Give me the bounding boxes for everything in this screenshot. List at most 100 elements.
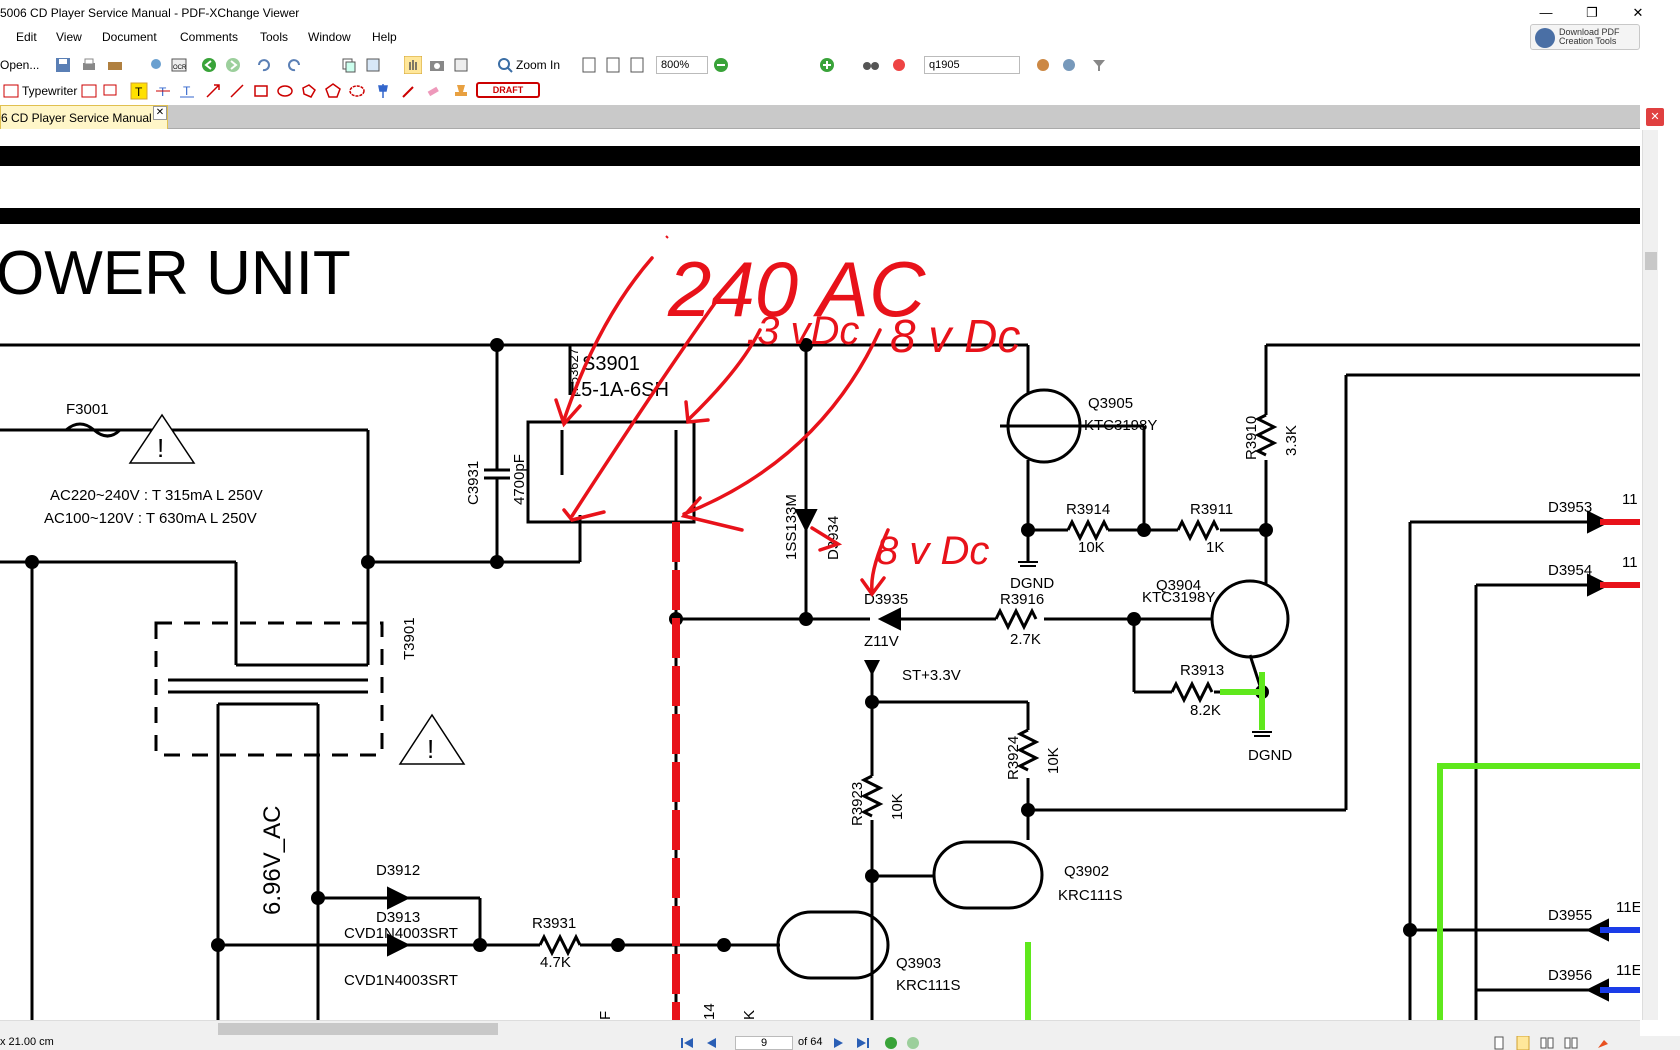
open-button[interactable]: Open... xyxy=(0,58,40,72)
page-number-input[interactable]: 9 xyxy=(735,1036,793,1050)
undo-icon[interactable] xyxy=(254,56,272,74)
vertical-scroll-thumb[interactable] xyxy=(1645,252,1657,270)
restore-button[interactable]: ❐ xyxy=(1586,5,1598,20)
annotation-8vdc-top: 8 v Dc xyxy=(890,310,1020,362)
rotate-icon[interactable] xyxy=(364,56,382,74)
prev-page-icon[interactable] xyxy=(704,1037,718,1049)
fit-page-icon[interactable] xyxy=(604,56,622,74)
hand-tool-icon[interactable] xyxy=(404,56,422,74)
vertical-scrollbar[interactable] xyxy=(1642,130,1658,1020)
label-d3956-right: 11E xyxy=(1616,962,1640,979)
redo-icon[interactable] xyxy=(286,56,304,74)
menu-window[interactable]: Window xyxy=(308,30,351,44)
arrow-icon[interactable] xyxy=(204,82,222,100)
text-box-icon[interactable] xyxy=(80,82,98,100)
search-input[interactable]: q1905 xyxy=(924,56,1020,74)
menu-comments[interactable]: Comments xyxy=(180,30,239,44)
label-r3911: R3911 xyxy=(1190,501,1233,518)
binoculars-icon[interactable] xyxy=(862,56,880,74)
first-page-icon[interactable] xyxy=(680,1037,694,1049)
save-icon[interactable] xyxy=(54,56,72,74)
print-icon[interactable] xyxy=(80,56,98,74)
label-d3955-right: 11E xyxy=(1616,899,1640,916)
draft-stamp-button[interactable]: DRAFT xyxy=(476,82,540,98)
options-icon[interactable] xyxy=(1090,56,1108,74)
search-web-icon[interactable] xyxy=(890,56,908,74)
document-view[interactable]: OWER UNIT xyxy=(0,130,1640,1020)
diode-d3912 xyxy=(387,886,411,910)
typewriter-button[interactable]: Typewriter xyxy=(22,84,78,98)
polyline-icon[interactable] xyxy=(300,82,318,100)
cloud-icon[interactable] xyxy=(348,82,366,100)
typewriter-icon[interactable] xyxy=(2,82,20,100)
continuous-icon[interactable] xyxy=(1516,1036,1530,1050)
search-doc-icon[interactable] xyxy=(148,56,166,74)
tab-service-manual[interactable]: 6 CD Player Service Manual ✕ xyxy=(0,105,168,129)
zoom-combo[interactable]: 800% xyxy=(656,56,708,74)
zoom-in-icon[interactable] xyxy=(496,56,514,74)
label-r3913-val: 8.2K xyxy=(1190,702,1221,719)
download-line2: Creation Tools xyxy=(1559,36,1617,46)
forward-view-icon[interactable] xyxy=(906,1036,920,1050)
last-page-icon[interactable] xyxy=(856,1037,870,1049)
pencil-icon[interactable] xyxy=(400,82,418,100)
continuous-facing-icon[interactable] xyxy=(1564,1036,1578,1050)
label-dgnd-1: DGND xyxy=(1010,575,1054,592)
zoom-out-circle-icon[interactable] xyxy=(712,56,730,74)
label-d3954-right: 11 xyxy=(1622,554,1638,571)
find-next-icon[interactable] xyxy=(1060,56,1078,74)
annotation-240ac: 240 AC xyxy=(667,245,926,333)
eraser-icon[interactable] xyxy=(424,82,442,100)
strikeout-icon[interactable]: T xyxy=(154,82,172,100)
scan-icon[interactable] xyxy=(106,56,124,74)
close-button[interactable]: ✕ xyxy=(1632,5,1644,20)
rectangle-icon[interactable] xyxy=(252,82,270,100)
tab-close-icon[interactable]: ✕ xyxy=(153,106,167,120)
copy-icon[interactable] xyxy=(340,56,358,74)
zoom-in-button[interactable]: Zoom In xyxy=(516,58,561,72)
ocr-icon[interactable]: OCR xyxy=(170,56,188,74)
label-t3901: T3901 xyxy=(401,617,418,660)
underline-icon[interactable]: T xyxy=(178,82,196,100)
zoom-in-circle-icon[interactable] xyxy=(818,56,836,74)
forward-icon[interactable] xyxy=(224,56,242,74)
menu-document[interactable]: Document xyxy=(102,30,157,44)
comment-toolbar: Typewriter T T T DRAFT xyxy=(0,78,1680,104)
fit-width-icon[interactable] xyxy=(628,56,646,74)
menu-help[interactable]: Help xyxy=(372,30,397,44)
horizontal-scroll-thumb[interactable] xyxy=(218,1023,498,1035)
label-r3913: R3913 xyxy=(1180,662,1224,679)
label-d3934: D3934 xyxy=(825,516,842,560)
snapshot-icon[interactable] xyxy=(428,56,446,74)
back-view-icon[interactable] xyxy=(884,1036,898,1050)
label-st33: ST+3.3V xyxy=(902,667,961,684)
find-prev-icon[interactable] xyxy=(1034,56,1052,74)
svg-text:T: T xyxy=(135,85,143,99)
select-text-icon[interactable] xyxy=(452,56,470,74)
menu-tools[interactable]: Tools xyxy=(260,30,289,44)
window-title: 5006 CD Player Service Manual - PDF-XCha… xyxy=(0,6,300,20)
polygon-icon[interactable] xyxy=(324,82,342,100)
close-all-tabs-icon[interactable]: ✕ xyxy=(1646,108,1664,126)
warning-icon: ! xyxy=(128,413,196,464)
horizontal-scrollbar[interactable] xyxy=(0,1020,1640,1036)
single-page-icon[interactable] xyxy=(1492,1036,1506,1050)
oval-icon[interactable] xyxy=(276,82,294,100)
highlight-icon[interactable]: T xyxy=(130,82,148,100)
back-icon[interactable] xyxy=(200,56,218,74)
line-icon[interactable] xyxy=(228,82,246,100)
actual-size-icon[interactable] xyxy=(580,56,598,74)
hand-stamp-icon[interactable] xyxy=(1596,1036,1610,1050)
pin-icon[interactable] xyxy=(374,82,392,100)
menu-view[interactable]: View xyxy=(56,30,82,44)
label-c3931: C3931 xyxy=(465,461,482,505)
facing-icon[interactable] xyxy=(1540,1036,1554,1050)
minimize-button[interactable]: — xyxy=(1539,5,1553,20)
resistor-r3924 xyxy=(1016,728,1040,772)
callout-icon[interactable] xyxy=(102,82,120,100)
page-total: of 64 xyxy=(798,1036,823,1048)
next-page-icon[interactable] xyxy=(832,1037,846,1049)
stamp-icon[interactable] xyxy=(452,82,470,100)
menu-edit[interactable]: Edit xyxy=(16,30,37,44)
